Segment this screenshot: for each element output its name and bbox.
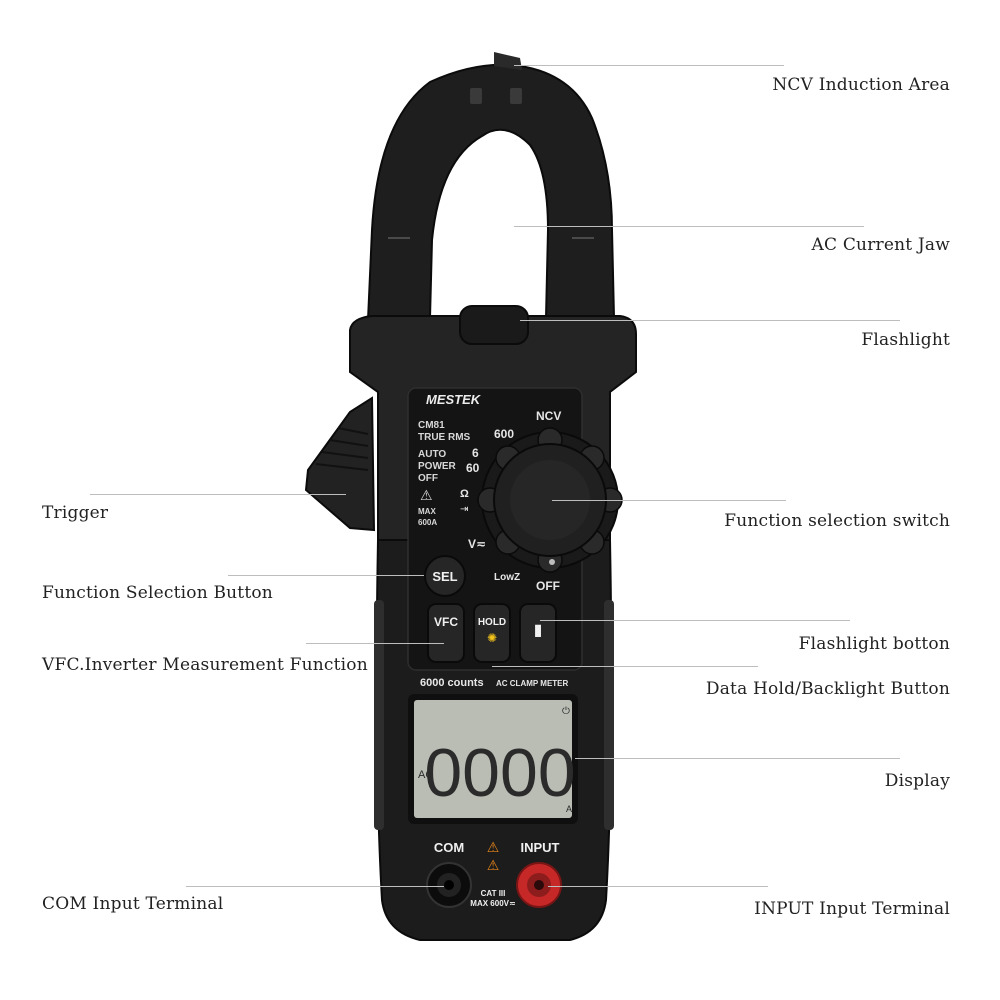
leader-jaw — [514, 226, 864, 227]
brand-logo: MESTEK — [426, 392, 482, 407]
dial-60a: 60 — [466, 461, 480, 475]
sel-button[interactable]: SEL — [424, 555, 466, 597]
label-data-hold-button: Data Hold/Backlight Button — [705, 679, 950, 699]
cat-label: CAT III — [481, 889, 506, 898]
vfc-button[interactable]: VFC — [427, 603, 465, 663]
com-terminal[interactable] — [426, 862, 472, 908]
hold-backlight-button[interactable]: HOLD ✺ — [473, 603, 511, 663]
input-terminal[interactable] — [516, 862, 562, 908]
input-label: INPUT — [521, 840, 560, 855]
max-voltage-label: MAX 600V≂ — [470, 899, 515, 908]
clamp-jaw — [366, 63, 616, 322]
hold-label: HOLD — [478, 617, 506, 628]
diode-icon: ⇥ — [460, 504, 468, 515]
label-flashlight: Flashlight — [861, 330, 950, 350]
dial-6a: 6 — [472, 446, 479, 460]
label-function-selection-button: Function Selection Button — [42, 583, 273, 603]
flashlight-button[interactable]: ▮ — [519, 603, 557, 663]
lcd-reading: 0000 — [424, 735, 575, 811]
sel-label: SEL — [432, 569, 457, 584]
leader-flash-btn — [540, 620, 850, 621]
lcd-unit: A — [566, 804, 572, 814]
max-current-label: 600A — [418, 518, 437, 527]
lcd-display — [414, 700, 572, 818]
lcd-mode: AC — [418, 769, 433, 781]
dial-ncv: NCV — [536, 409, 561, 423]
auto-power-off-line2: POWER — [418, 461, 457, 472]
label-flashlight-button: Flashlight botton — [798, 634, 950, 654]
label-ncv-induction-area: NCV Induction Area — [772, 75, 950, 95]
flashlight-lens — [459, 305, 529, 345]
function-selection-switch[interactable] — [477, 427, 623, 573]
jaw-mark-left — [470, 88, 482, 104]
leader-flashlight — [520, 320, 900, 321]
label-display: Display — [884, 771, 950, 791]
leader-switch — [552, 500, 786, 501]
counts-label: 6000 counts — [420, 677, 484, 689]
model-label: CM81 — [418, 420, 445, 431]
leader-com — [186, 886, 444, 887]
max-label: MAX — [418, 507, 436, 516]
meter-type-label: AC CLAMP METER — [496, 679, 569, 688]
flashlight-icon: ▮ — [534, 622, 543, 639]
label-input-terminal: INPUT Input Terminal — [754, 899, 950, 919]
label-com-terminal: COM Input Terminal — [42, 894, 224, 914]
backlight-icon: ✺ — [487, 631, 497, 645]
leader-ncv — [514, 65, 784, 66]
dial-volt: V≂ — [468, 537, 486, 551]
leader-trigger — [90, 494, 346, 495]
true-rms-label: TRUE RMS — [418, 432, 471, 443]
dial-off: OFF — [536, 579, 560, 593]
label-ac-current-jaw: AC Current Jaw — [811, 235, 950, 255]
auto-power-off-line3: OFF — [418, 473, 438, 484]
jaw-mark-right — [510, 88, 522, 104]
leader-sel — [228, 575, 424, 576]
dial-lowz: LowZ — [494, 572, 520, 583]
warning-icon-upper: ⚠ — [487, 839, 500, 855]
label-vfc-function: VFC.Inverter Measurement Function — [42, 655, 368, 675]
dial-ohm: Ω — [460, 488, 469, 500]
dial-600a: 600 — [494, 427, 514, 441]
label-trigger: Trigger — [42, 503, 109, 523]
label-function-selection-switch: Function selection switch — [724, 511, 950, 531]
warning-icon: ⚠ — [420, 487, 433, 503]
leader-hold — [492, 666, 758, 667]
leader-vfc — [306, 643, 444, 644]
auto-off-icon: ⏻ — [562, 706, 570, 717]
leader-input — [548, 886, 768, 887]
warning-icon-lower: ⚠ — [487, 857, 500, 873]
com-label: COM — [434, 840, 464, 855]
vfc-label: VFC — [434, 615, 458, 629]
auto-power-off-line1: AUTO — [418, 449, 446, 460]
leader-display — [575, 758, 900, 759]
